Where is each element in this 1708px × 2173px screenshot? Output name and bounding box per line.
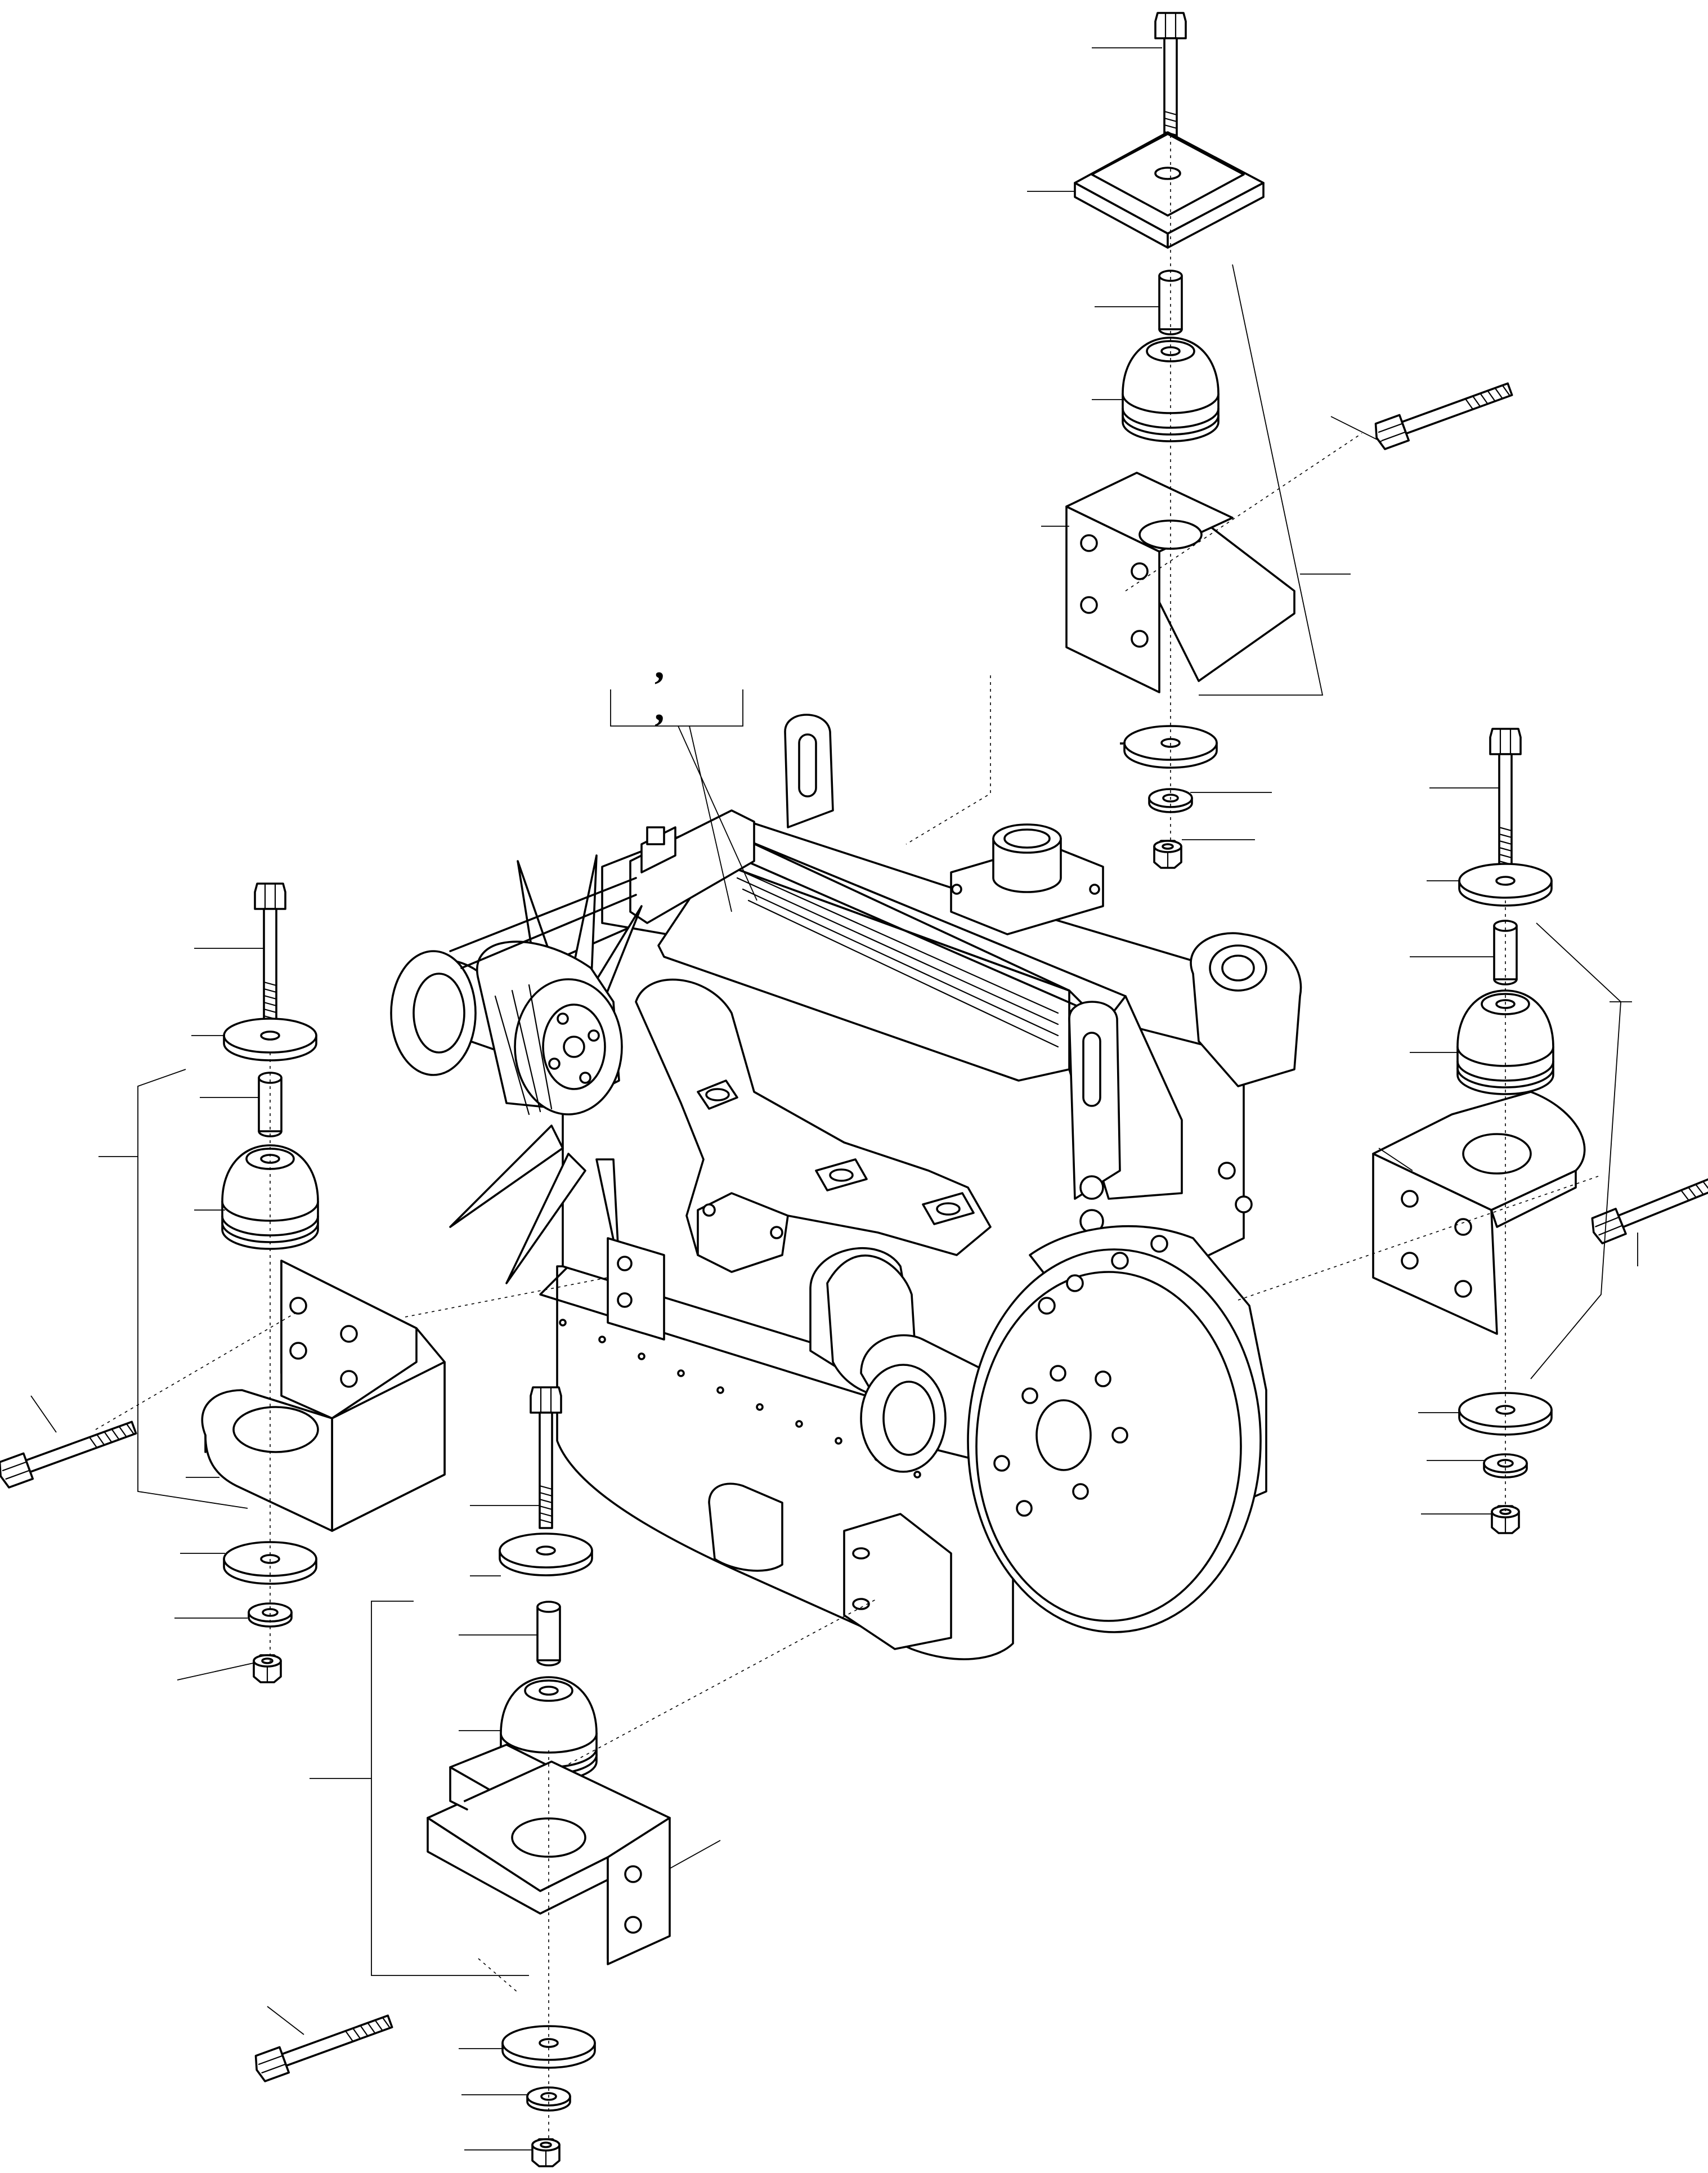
callout-mark-1: ,	[654, 644, 665, 687]
front-mount-small-washer	[526, 2086, 571, 2112]
engine-rear-pad	[1190, 932, 1302, 1087]
mount-assembly-right	[1238, 728, 1708, 1534]
front-mount-washer-top	[499, 1533, 593, 1576]
mount-assembly-left	[0, 882, 608, 1683]
mount-assembly-top	[905, 12, 1516, 869]
top-mount-plate	[1074, 131, 1265, 249]
left-mount-nut	[253, 1654, 282, 1683]
thermostat-housing	[950, 823, 1104, 935]
mount-assembly-front	[251, 1386, 878, 2167]
front-mount-bolt	[530, 1386, 562, 1529]
engine-front-pad	[843, 1513, 952, 1650]
top-mount-bracket	[1065, 472, 1295, 693]
left-mount-bracket	[201, 1260, 446, 1532]
top-mount-side-bolt	[1371, 375, 1516, 452]
lifting-eye-rear	[1068, 1001, 1121, 1234]
front-mount-spacer	[536, 1601, 561, 1666]
front-mount-side-bolt	[251, 2008, 396, 2084]
engine-side-pad-left	[607, 1237, 665, 1341]
housing-bolts	[1038, 1162, 1253, 1315]
top-mount-nut	[1153, 840, 1182, 869]
callout-mark-2: ,	[654, 686, 665, 729]
flywheel-housing	[967, 1225, 1267, 1633]
top-mount-washer	[1123, 725, 1218, 769]
left-mount-side-bolt	[0, 1414, 140, 1490]
right-mount-bracket	[1372, 1091, 1586, 1335]
left-mount-washer	[223, 1541, 317, 1585]
lifting-eye-front	[784, 714, 834, 828]
right-mount-side-bolt	[1587, 1166, 1708, 1246]
right-mount-bolt	[1489, 728, 1522, 871]
leader-lines	[30, 47, 1638, 2150]
fuel-rail	[629, 809, 755, 924]
left-mount-bolt	[254, 882, 286, 1025]
exhaust-manifold	[635, 978, 992, 1273]
right-mount-small-washer	[1483, 1453, 1528, 1478]
top-mount-bolt	[1154, 12, 1187, 155]
front-mount-nut	[531, 2138, 561, 2167]
right-mount-washer-top	[1458, 863, 1553, 907]
engine-assembly	[390, 714, 1302, 1660]
water-pump-pulley	[476, 940, 623, 1115]
